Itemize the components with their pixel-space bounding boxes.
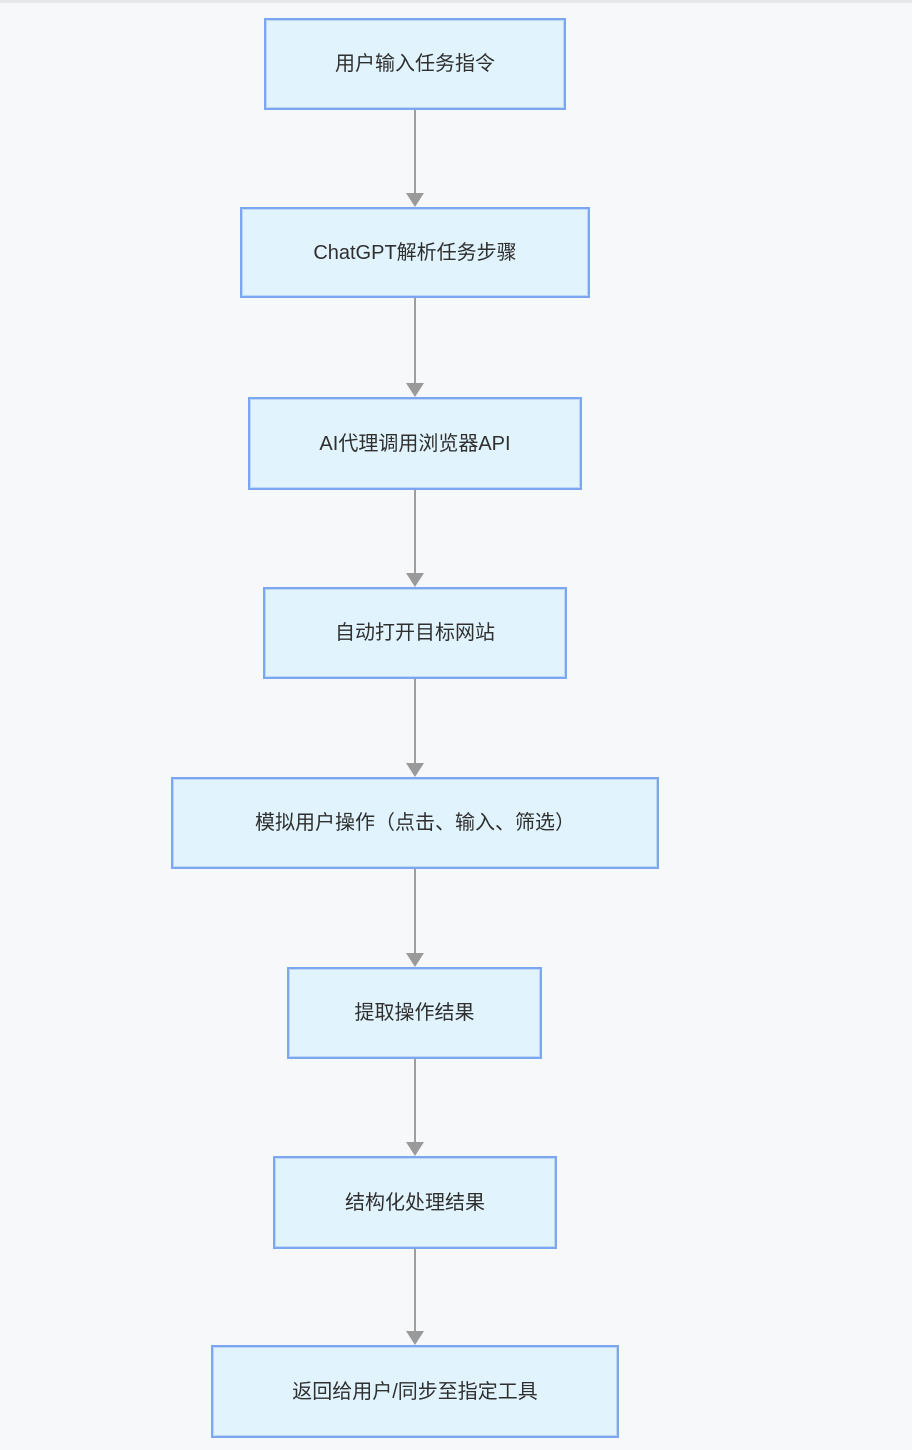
arrow-line	[414, 298, 416, 383]
flow-node-chatgpt-parse-steps: ChatGPT解析任务步骤	[240, 207, 590, 298]
arrowhead-down-icon	[406, 1331, 424, 1345]
arrow-line	[414, 490, 416, 573]
flow-node-return-to-user-sync-tool: 返回给用户/同步至指定工具	[211, 1345, 619, 1438]
flow-node-label: AI代理调用浏览器API	[319, 432, 511, 455]
flow-edge-5-6	[406, 869, 424, 967]
arrowhead-down-icon	[406, 953, 424, 967]
flow-edge-1-2	[406, 110, 424, 207]
arrowhead-down-icon	[406, 573, 424, 587]
arrowhead-down-icon	[406, 1142, 424, 1156]
flow-edge-4-5	[406, 679, 424, 777]
flow-node-label: 返回给用户/同步至指定工具	[292, 1380, 538, 1403]
arrow-line	[414, 869, 416, 953]
flow-node-label: 自动打开目标网站	[335, 622, 495, 644]
flow-node-open-target-website: 自动打开目标网站	[263, 587, 567, 679]
flow-node-label: 用户输入任务指令	[335, 53, 495, 75]
flow-node-label: 提取操作结果	[354, 1002, 475, 1024]
arrow-line	[414, 1059, 416, 1142]
arrowhead-down-icon	[406, 383, 424, 397]
top-border-strip	[0, 0, 912, 3]
flow-node-simulate-user-actions: 模拟用户操作（点击、输入、筛选）	[171, 777, 659, 869]
flow-node-structure-results: 结构化处理结果	[273, 1156, 557, 1249]
flow-node-user-input-command: 用户输入任务指令	[264, 18, 566, 110]
arrow-line	[414, 1249, 416, 1331]
arrowhead-down-icon	[406, 763, 424, 777]
flow-node-label: 结构化处理结果	[345, 1191, 485, 1214]
flow-node-extract-results: 提取操作结果	[287, 967, 542, 1059]
arrow-line	[414, 110, 416, 193]
flow-edge-6-7	[406, 1059, 424, 1156]
flow-node-ai-agent-browser-api: AI代理调用浏览器API	[248, 397, 582, 490]
flow-edge-7-8	[406, 1249, 424, 1345]
flow-edge-3-4	[406, 490, 424, 587]
flow-edge-2-3	[406, 298, 424, 397]
flow-node-label: ChatGPT解析任务步骤	[313, 241, 517, 264]
flow-node-label: 模拟用户操作（点击、输入、筛选）	[255, 812, 575, 834]
arrow-line	[414, 679, 416, 763]
arrowhead-down-icon	[406, 193, 424, 207]
